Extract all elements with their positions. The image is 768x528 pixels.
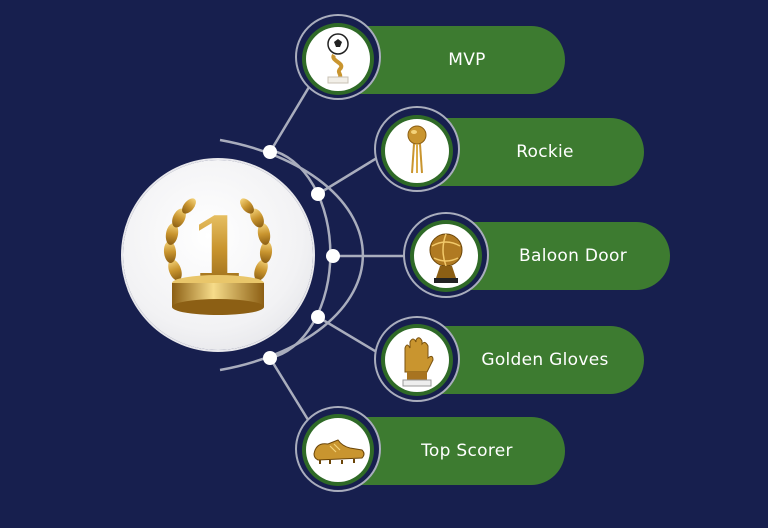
node-dot	[311, 187, 325, 201]
award-label-golden-gloves: Golden Gloves	[481, 350, 609, 370]
node-dot	[263, 351, 277, 365]
award-icon-holder	[385, 328, 449, 392]
award-label-top-scorer: Top Scorer	[421, 441, 513, 461]
award-label-rockie: Rockie	[516, 142, 574, 162]
award-label-mvp: MVP	[448, 50, 486, 70]
node-dot	[326, 249, 340, 263]
node-dot	[311, 310, 325, 324]
golden-boot-trophy-icon	[313, 439, 365, 464]
golden-ball-trophy-icon	[429, 233, 463, 283]
award-icon-holder	[306, 418, 370, 482]
award-icon-holder	[414, 224, 478, 288]
award-icon-holder	[306, 27, 370, 91]
award-icon-holder	[385, 119, 449, 183]
golden-ball-stand-trophy-icon	[407, 125, 427, 174]
node-dot	[263, 145, 277, 159]
number-one-trophy-icon: 1	[163, 198, 273, 315]
golden-glove-trophy-icon	[402, 337, 434, 387]
award-label-baloon-door: Baloon Door	[519, 246, 627, 266]
hub-trophy: 1	[123, 160, 313, 350]
soccer-ball-trophy-icon	[327, 33, 349, 84]
